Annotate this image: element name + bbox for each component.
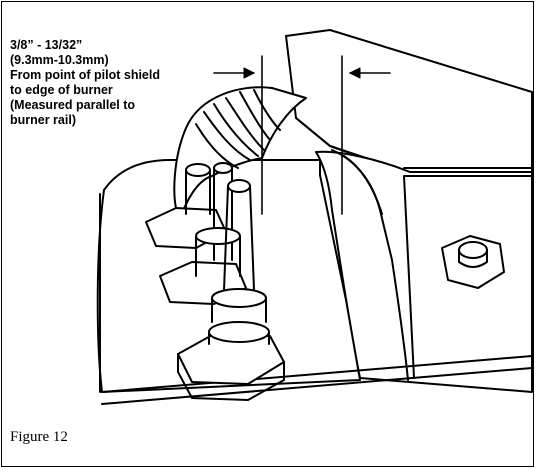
callout-line-5: (Measured parallel to [10,98,136,112]
measurement-indicator [213,55,391,215]
callout-line-6: burner rail) [10,113,76,127]
base-rail [101,355,533,405]
callout-line-2: (9.3mm-10.3mm) [10,53,109,67]
burner-body [315,149,533,393]
pilot-assembly [145,162,285,401]
figure-caption: Figure 12 [10,429,68,445]
measurement-callout: 3/8” - 13/32” (9.3mm-10.3mm) From point … [10,38,160,128]
callout-line-3: From point of pilot shield [10,68,160,82]
hex-nut-right [441,235,505,289]
callout-line-1: 3/8” - 13/32” [10,38,83,52]
callout-line-4: to edge of burner [10,83,113,97]
